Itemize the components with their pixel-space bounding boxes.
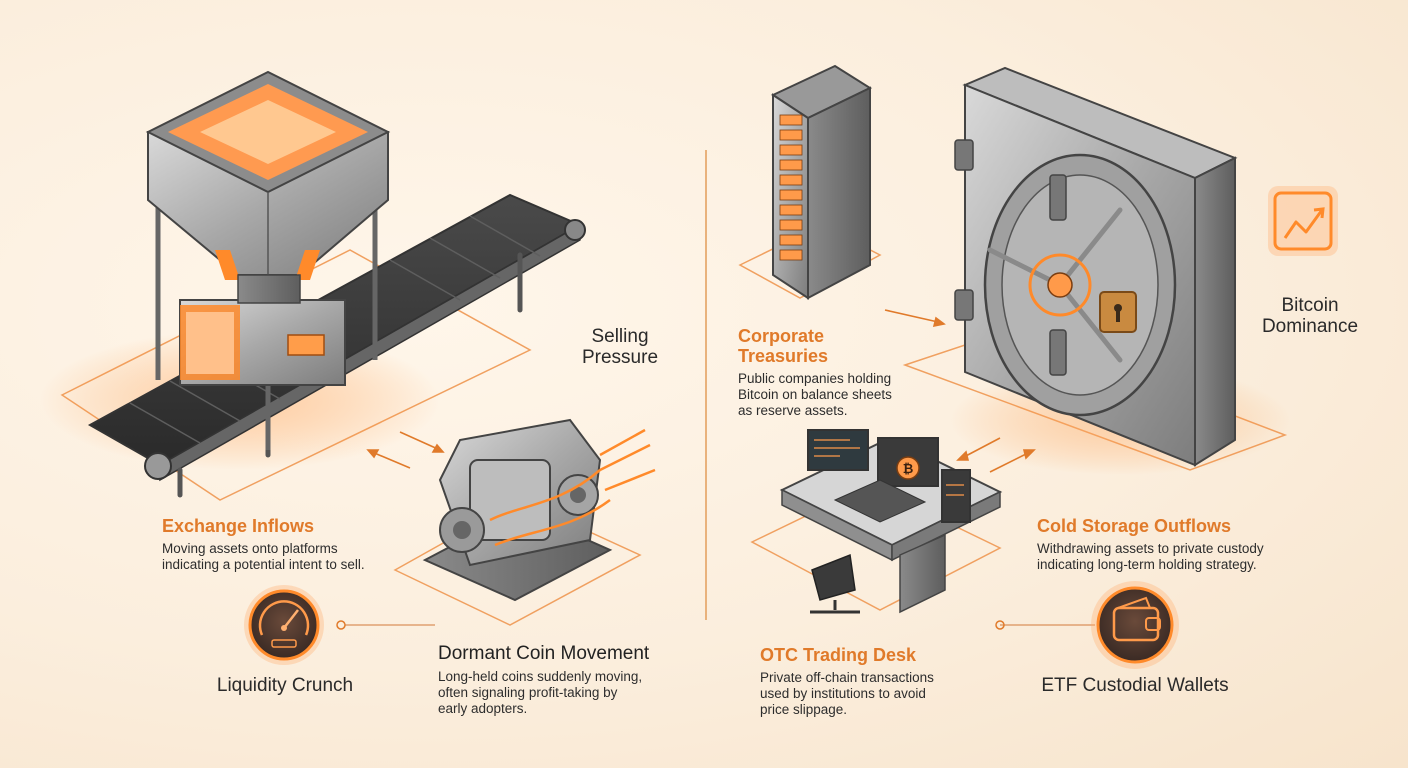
lock-icon bbox=[1099, 291, 1137, 333]
selling-pressure-label: Selling Pressure bbox=[581, 326, 659, 368]
bitcoin-icon: ₿ bbox=[896, 456, 920, 480]
otc-trading-desk-section: OTC Trading Desk Private off-chain trans… bbox=[760, 645, 1000, 718]
vault-illustration bbox=[902, 66, 1290, 475]
conveyor-hopper-illustration bbox=[40, 70, 586, 501]
speedometer-icon bbox=[244, 585, 324, 665]
otc-trading-desk-title: OTC Trading Desk bbox=[760, 645, 917, 665]
liquidity-crunch-label: Liquidity Crunch bbox=[216, 675, 354, 696]
exchange-inflows-title: Exchange Inflows bbox=[162, 516, 315, 536]
wallet-icon bbox=[1091, 581, 1179, 669]
etf-custodial-wallets-label: ETF Custodial Wallets bbox=[1041, 675, 1229, 696]
corporate-treasuries-title: Corporate Treasuries bbox=[738, 326, 829, 366]
bitcoin-dominance-label: Bitcoin Dominance bbox=[1261, 295, 1359, 337]
flow-arrow-treasury bbox=[884, 309, 946, 328]
dormant-coin-movement-title: Dormant Coin Movement bbox=[438, 643, 650, 664]
cold-storage-outflows-description: Withdrawing assets to private custody in… bbox=[1037, 541, 1264, 572]
exchange-inflows-section: Exchange Inflows Moving assets onto plat… bbox=[162, 516, 462, 573]
corporate-treasuries-description: Public companies holding Bitcoin on bala… bbox=[738, 371, 892, 418]
corporate-treasuries-section: Corporate Treasuries Public companies ho… bbox=[738, 326, 938, 419]
cold-storage-outflows-section: Cold Storage Outflows Withdrawing assets… bbox=[1037, 516, 1317, 573]
flow-arrows-left bbox=[366, 431, 445, 469]
dormant-coin-machine-illustration bbox=[393, 418, 656, 626]
dormant-coin-movement-section: Dormant Coin Movement Long-held coins su… bbox=[438, 643, 698, 717]
exchange-inflows-description: Moving assets onto platforms indicating … bbox=[162, 541, 365, 572]
chart-up-icon bbox=[1268, 186, 1338, 256]
svg-text:₿: ₿ bbox=[903, 462, 914, 477]
dormant-coin-movement-description: Long-held coins suddenly moving, often s… bbox=[438, 669, 643, 716]
flow-arrows-right bbox=[956, 437, 1036, 473]
cold-storage-outflows-title: Cold Storage Outflows bbox=[1037, 516, 1232, 536]
otc-trading-desk-description: Private off-chain transactions used by i… bbox=[760, 670, 934, 717]
server-rack-illustration bbox=[738, 64, 882, 300]
